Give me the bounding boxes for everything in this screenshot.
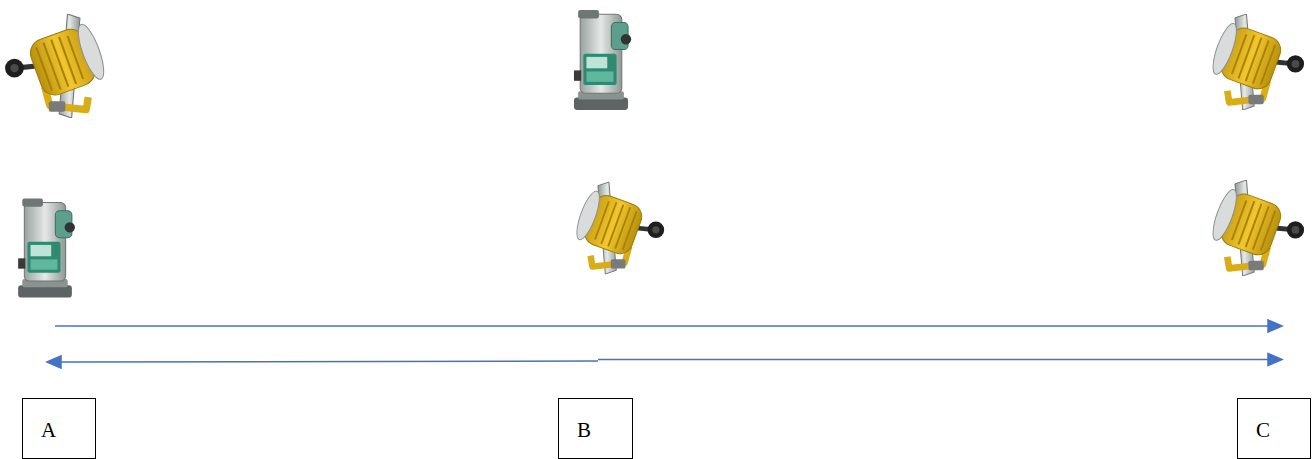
arrowhead xyxy=(1268,354,1282,366)
point-letter: B xyxy=(577,418,591,443)
prism-reflector xyxy=(5,14,109,118)
distance-arrow xyxy=(598,359,1268,361)
point-label-box: C xyxy=(1237,398,1311,459)
point-label-box: A xyxy=(22,398,96,459)
distance-arrow xyxy=(55,325,1270,327)
point-letter: C xyxy=(1256,418,1270,443)
prism-reflector xyxy=(572,182,664,274)
prism-reflector xyxy=(1208,14,1304,110)
arrowhead xyxy=(1268,320,1282,332)
total-station xyxy=(574,10,631,110)
point-label-box: B xyxy=(558,398,633,459)
distance-arrow xyxy=(60,361,598,362)
arrowhead xyxy=(47,356,61,368)
point-letter: A xyxy=(41,418,56,443)
total-station xyxy=(18,198,75,297)
prism-reflector xyxy=(1208,180,1304,276)
